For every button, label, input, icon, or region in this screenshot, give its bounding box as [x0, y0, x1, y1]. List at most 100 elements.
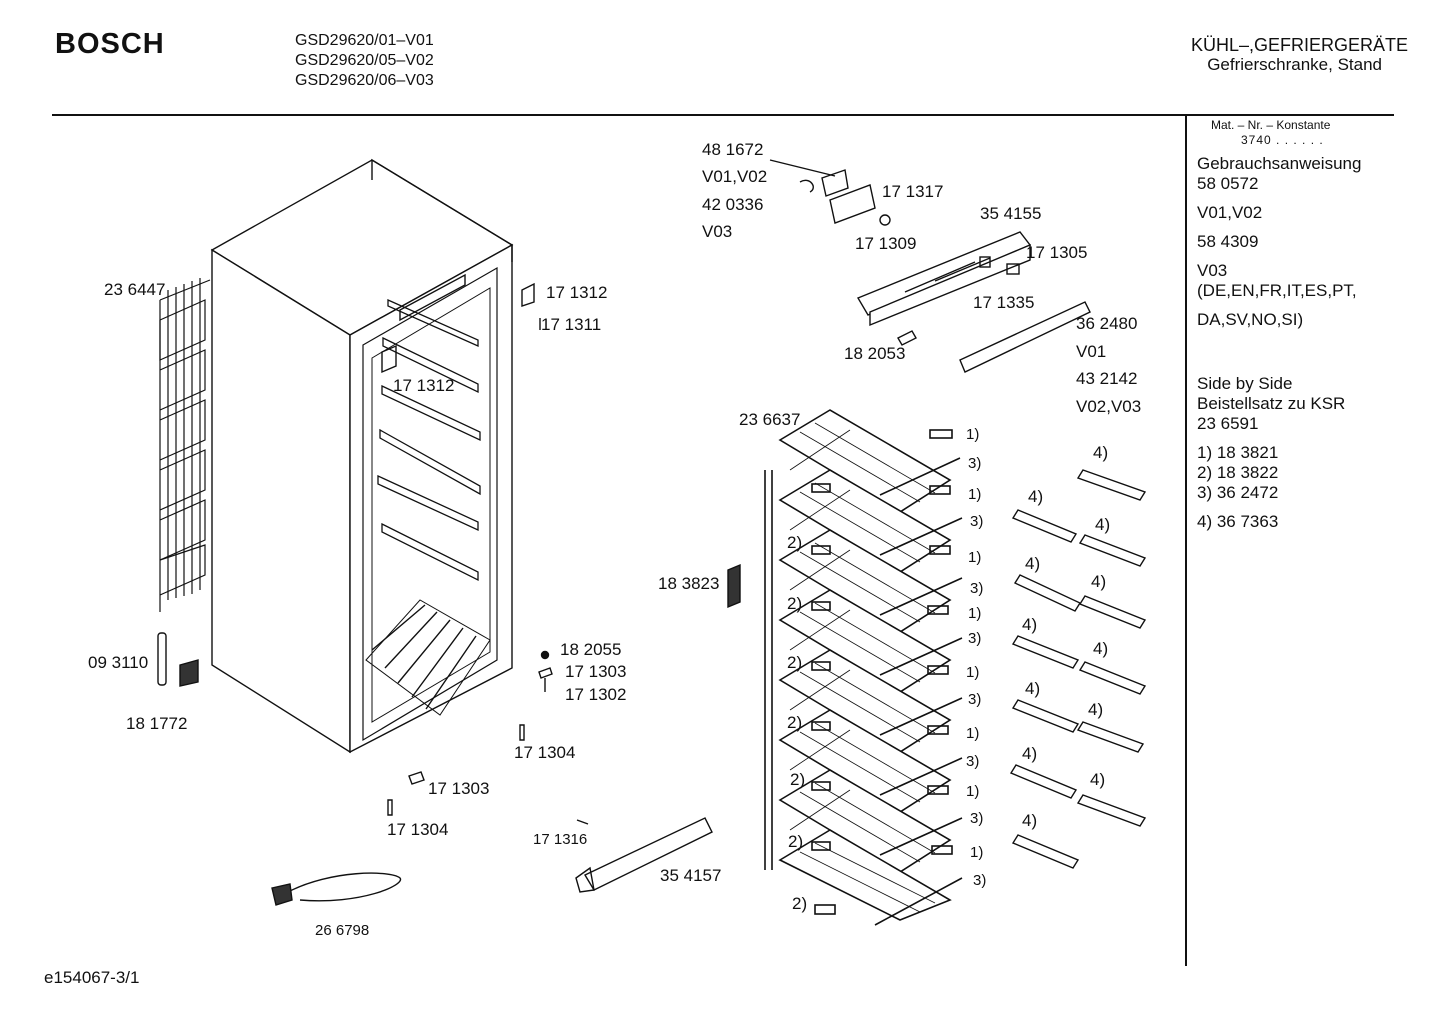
part-label: 17 1312 [393, 376, 455, 395]
part-label: 26 6798 [315, 922, 370, 939]
cabinet-body [210, 158, 514, 754]
panel-line: Gebrauchsanweisung [1197, 154, 1362, 173]
panel-line: 3) 36 2472 [1197, 483, 1279, 502]
panel-line: Side by Side [1197, 374, 1293, 393]
model-number: GSD29620/06–V03 [295, 72, 434, 89]
callout-4: 4) [1022, 811, 1038, 830]
callout-2: 2) [790, 770, 806, 789]
callout-1: 1) [970, 844, 984, 861]
part-label: 17 1316 [533, 831, 588, 848]
callout-3: 3) [973, 872, 987, 889]
part-label: 18 1772 [126, 714, 188, 733]
brand-logo: BOSCH [55, 28, 165, 60]
part-label: 18 3823 [658, 574, 720, 593]
part-label: 36 2480 [1076, 314, 1138, 333]
callout-1: 1) [966, 725, 980, 742]
part-label: 23 6447 [104, 280, 166, 299]
callout-2: 2) [787, 594, 803, 613]
callout-4: 4) [1022, 744, 1038, 763]
category-subtitle: Gefrierschranke, Stand [1207, 55, 1382, 74]
side-brackets [1009, 469, 1147, 869]
callout-4: 4) [1091, 572, 1107, 591]
mat-label: Mat. – Nr. – Konstante [1211, 118, 1331, 132]
callout-2: 2) [787, 533, 803, 552]
callout-2: 2) [787, 653, 803, 672]
callout-1: 1) [966, 664, 980, 681]
callout-3: 3) [970, 580, 984, 597]
category-block: KÜHL–,GEFRIERGERÄTE Gefrierschranke, Sta… [1191, 35, 1408, 75]
panel-line: 1) 18 3821 [1197, 443, 1279, 462]
part-label: 17 1303 [565, 662, 627, 681]
callout-4: 4) [1095, 515, 1111, 534]
model-number: GSD29620/05–V02 [295, 52, 434, 69]
part-label: V01,V02 [702, 167, 768, 186]
part-label: 17 1335 [973, 293, 1035, 312]
callout-1: 1) [966, 426, 980, 443]
part-label: V02,V03 [1076, 397, 1142, 416]
part-label: 17 1317 [882, 182, 944, 201]
panel-strip [959, 301, 1091, 373]
model-list: GSD29620/01–V01 GSD29620/05–V02 GSD29620… [295, 31, 434, 91]
panel-line: 2) 18 3822 [1197, 463, 1279, 482]
part-label: V01 [1076, 342, 1107, 361]
part-label: 17 1302 [565, 685, 627, 704]
callout-4: 4) [1025, 554, 1041, 573]
callout-3: 3) [968, 691, 982, 708]
callout-2: 2) [787, 713, 803, 732]
panel-line: V01,V02 [1197, 203, 1263, 222]
callout-1: 1) [968, 549, 982, 566]
part-label: 35 4155 [980, 204, 1042, 223]
callout-1: 1) [966, 783, 980, 800]
callout-3: 3) [968, 630, 982, 647]
callout-1: 1) [968, 486, 982, 503]
part-label: 17 1311 [541, 315, 602, 334]
panel-line: (DE,EN,FR,IT,ES,PT, [1197, 281, 1357, 300]
panel-line: 23 6591 [1197, 414, 1259, 433]
callout-2: 2) [788, 832, 804, 851]
callout-3: 3) [970, 810, 984, 827]
callout-1: 1) [968, 605, 982, 622]
callout-4: 4) [1093, 443, 1109, 462]
condenser-coil [159, 278, 211, 612]
part-label: 48 1672 [702, 140, 764, 159]
side-panel: Mat. – Nr. – Konstante 3740 . . . . . . … [1197, 118, 1361, 532]
panel-line: 4) 36 7363 [1197, 512, 1279, 531]
model-number: GSD29620/01–V01 [295, 32, 434, 49]
header-divider [52, 114, 1394, 116]
bottom-cover [584, 817, 713, 891]
category-title: KÜHL–,GEFRIERGERÄTE [1190, 35, 1408, 55]
power-cord [287, 872, 402, 902]
callout-3: 3) [966, 753, 980, 770]
part-label: 18 2053 [844, 344, 906, 363]
panel-line: DA,SV,NO,SI) [1197, 310, 1304, 329]
document-code: e154067-3/1 [44, 968, 140, 987]
callout-2: 2) [792, 894, 808, 913]
part-label: 42 0336 [702, 195, 764, 214]
part-label: 17 1309 [855, 234, 917, 253]
part-label: 18 2055 [560, 640, 622, 659]
panel-line: 58 0572 [1197, 174, 1259, 193]
callout-4: 4) [1022, 615, 1038, 634]
side-panel-divider [1185, 116, 1187, 966]
panel-line: V03 [1197, 261, 1228, 280]
panel-line: 58 4309 [1197, 232, 1259, 251]
callout-4: 4) [1088, 700, 1104, 719]
part-label: 35 4157 [660, 866, 722, 885]
part-label: 17 1303 [428, 779, 490, 798]
part-label: 09 3110 [88, 653, 149, 672]
shelf-stack [764, 409, 963, 926]
callout-3: 3) [970, 513, 984, 530]
callout-4: 4) [1090, 770, 1106, 789]
callout-3: 3) [968, 455, 982, 472]
part-label: 17 1305 [1026, 243, 1088, 262]
panel-line: Beistellsatz zu KSR [1197, 394, 1346, 413]
part-label: 17 1312 [546, 283, 608, 302]
callout-4: 4) [1025, 679, 1041, 698]
part-label: 43 2142 [1076, 369, 1138, 388]
mat-value: 3740 . . . . . . [1241, 133, 1324, 147]
part-label: 17 1304 [387, 820, 449, 839]
part-label: V03 [702, 222, 733, 241]
part-label: 17 1304 [514, 743, 576, 762]
callout-4: 4) [1028, 487, 1044, 506]
